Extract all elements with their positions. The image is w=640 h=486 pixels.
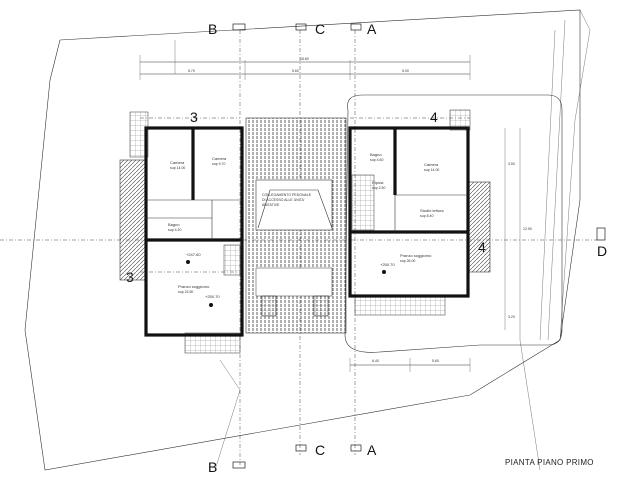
left-balcony: [184, 332, 241, 354]
right-room-5-name: Pranzo soggiorno: [400, 253, 432, 258]
section-4-top: 4: [430, 109, 438, 125]
walkway-note-1: COLLEGAMENTO PEDONALE: [262, 193, 312, 197]
right-room-3-note: sup 2.50: [372, 186, 385, 190]
right-unit: Bagno sup 4.60 Camera sup 14.00 Ripost. …: [348, 109, 491, 316]
section-d: D: [597, 243, 607, 259]
section-a-top: A: [367, 21, 377, 37]
left-level-marker-2: [209, 303, 213, 307]
right-room-1-note: sup 4.60: [370, 158, 383, 162]
dim-right-2: 12.90: [523, 227, 532, 231]
left-room-1-note: sup 14.00: [170, 166, 185, 170]
right-terrace-hatch: [467, 181, 491, 273]
left-terrace-hatch: [119, 159, 147, 281]
right-room-4-note: sup 8.40: [420, 214, 433, 218]
left-room-4-note: sup 23.50: [178, 290, 193, 294]
right-garden: 3.50 12.90 3.20: [344, 94, 563, 353]
dim-bottom-1: 6.40: [372, 359, 379, 363]
dim-right-1: 3.50: [508, 162, 515, 166]
left-room-4-name: Pranzo soggiorno: [178, 284, 210, 289]
right-balcony: [354, 294, 446, 316]
right-stair-top: [449, 109, 471, 131]
right-room-4-name: Studio lettura: [420, 208, 444, 213]
section-c-top-flag: [295, 23, 307, 31]
section-b-top: B: [208, 21, 217, 37]
dim-right-3: 3.20: [508, 315, 515, 319]
dim-top-1: 5.70: [188, 69, 195, 73]
dim-top-3: 5.00: [402, 69, 409, 73]
section-markers: B C A C A B D 3 3 4 4: [126, 21, 607, 475]
section-a-bottom: A: [367, 442, 377, 458]
walkway-note-2: DI ACCESSO ALLE UNITA': [262, 198, 305, 202]
right-room-2-note: sup 14.00: [424, 168, 439, 172]
central-walkway: COLLEGAMENTO PEDONALE DI ACCESSO ALLE UN…: [245, 117, 347, 334]
drawing-title: PIANTA PIANO PRIMO: [505, 458, 594, 467]
bottom-dimension-chain: 6.40 5.60: [349, 358, 471, 372]
section-a-top-flag: [350, 23, 362, 31]
section-c-bottom-flag: [295, 444, 307, 452]
left-room-2-note: sup 9.70: [212, 162, 225, 166]
top-dimension-chain: 15.60 5.70 5.60 5.00: [139, 40, 471, 80]
section-b-bottom-flag: [232, 461, 246, 469]
left-unit: Camera sup 14.00 Camera sup 9.70 Bagno s…: [119, 111, 244, 354]
right-room-5-note: sup 26.00: [400, 259, 415, 263]
section-c-bottom: C: [315, 442, 325, 458]
right-level-marker: [382, 270, 386, 274]
right-level-1: +250.70: [380, 262, 395, 267]
left-stair: [129, 111, 149, 158]
dim-top-2: 5.60: [292, 69, 299, 73]
right-room-2-name: Camera: [424, 162, 439, 167]
left-room-1-name: Camera: [170, 160, 185, 165]
right-room-1-name: Bagno: [370, 152, 382, 157]
left-level-2: +250.70: [205, 294, 220, 299]
right-room-3-name: Ripost.: [372, 180, 384, 185]
left-room-3-note: sup 4.20: [168, 228, 181, 232]
left-room-3-name: Bagno: [168, 222, 180, 227]
left-level-1: +247.60: [186, 252, 201, 257]
dim-bottom-2: 5.60: [432, 359, 439, 363]
section-d-flag: [596, 227, 606, 241]
left-level-marker-1: [186, 260, 190, 264]
section-b-bottom: B: [208, 459, 217, 475]
section-3-top: 3: [190, 109, 198, 125]
walkway-note-3: ABITATIVE: [262, 203, 280, 207]
section-b-top-flag: [232, 23, 246, 31]
left-room-2-name: Camera: [212, 156, 227, 161]
dim-top-total: 15.60: [300, 57, 309, 61]
section-a-bottom-flag: [350, 444, 362, 452]
section-c-top: C: [315, 21, 325, 37]
